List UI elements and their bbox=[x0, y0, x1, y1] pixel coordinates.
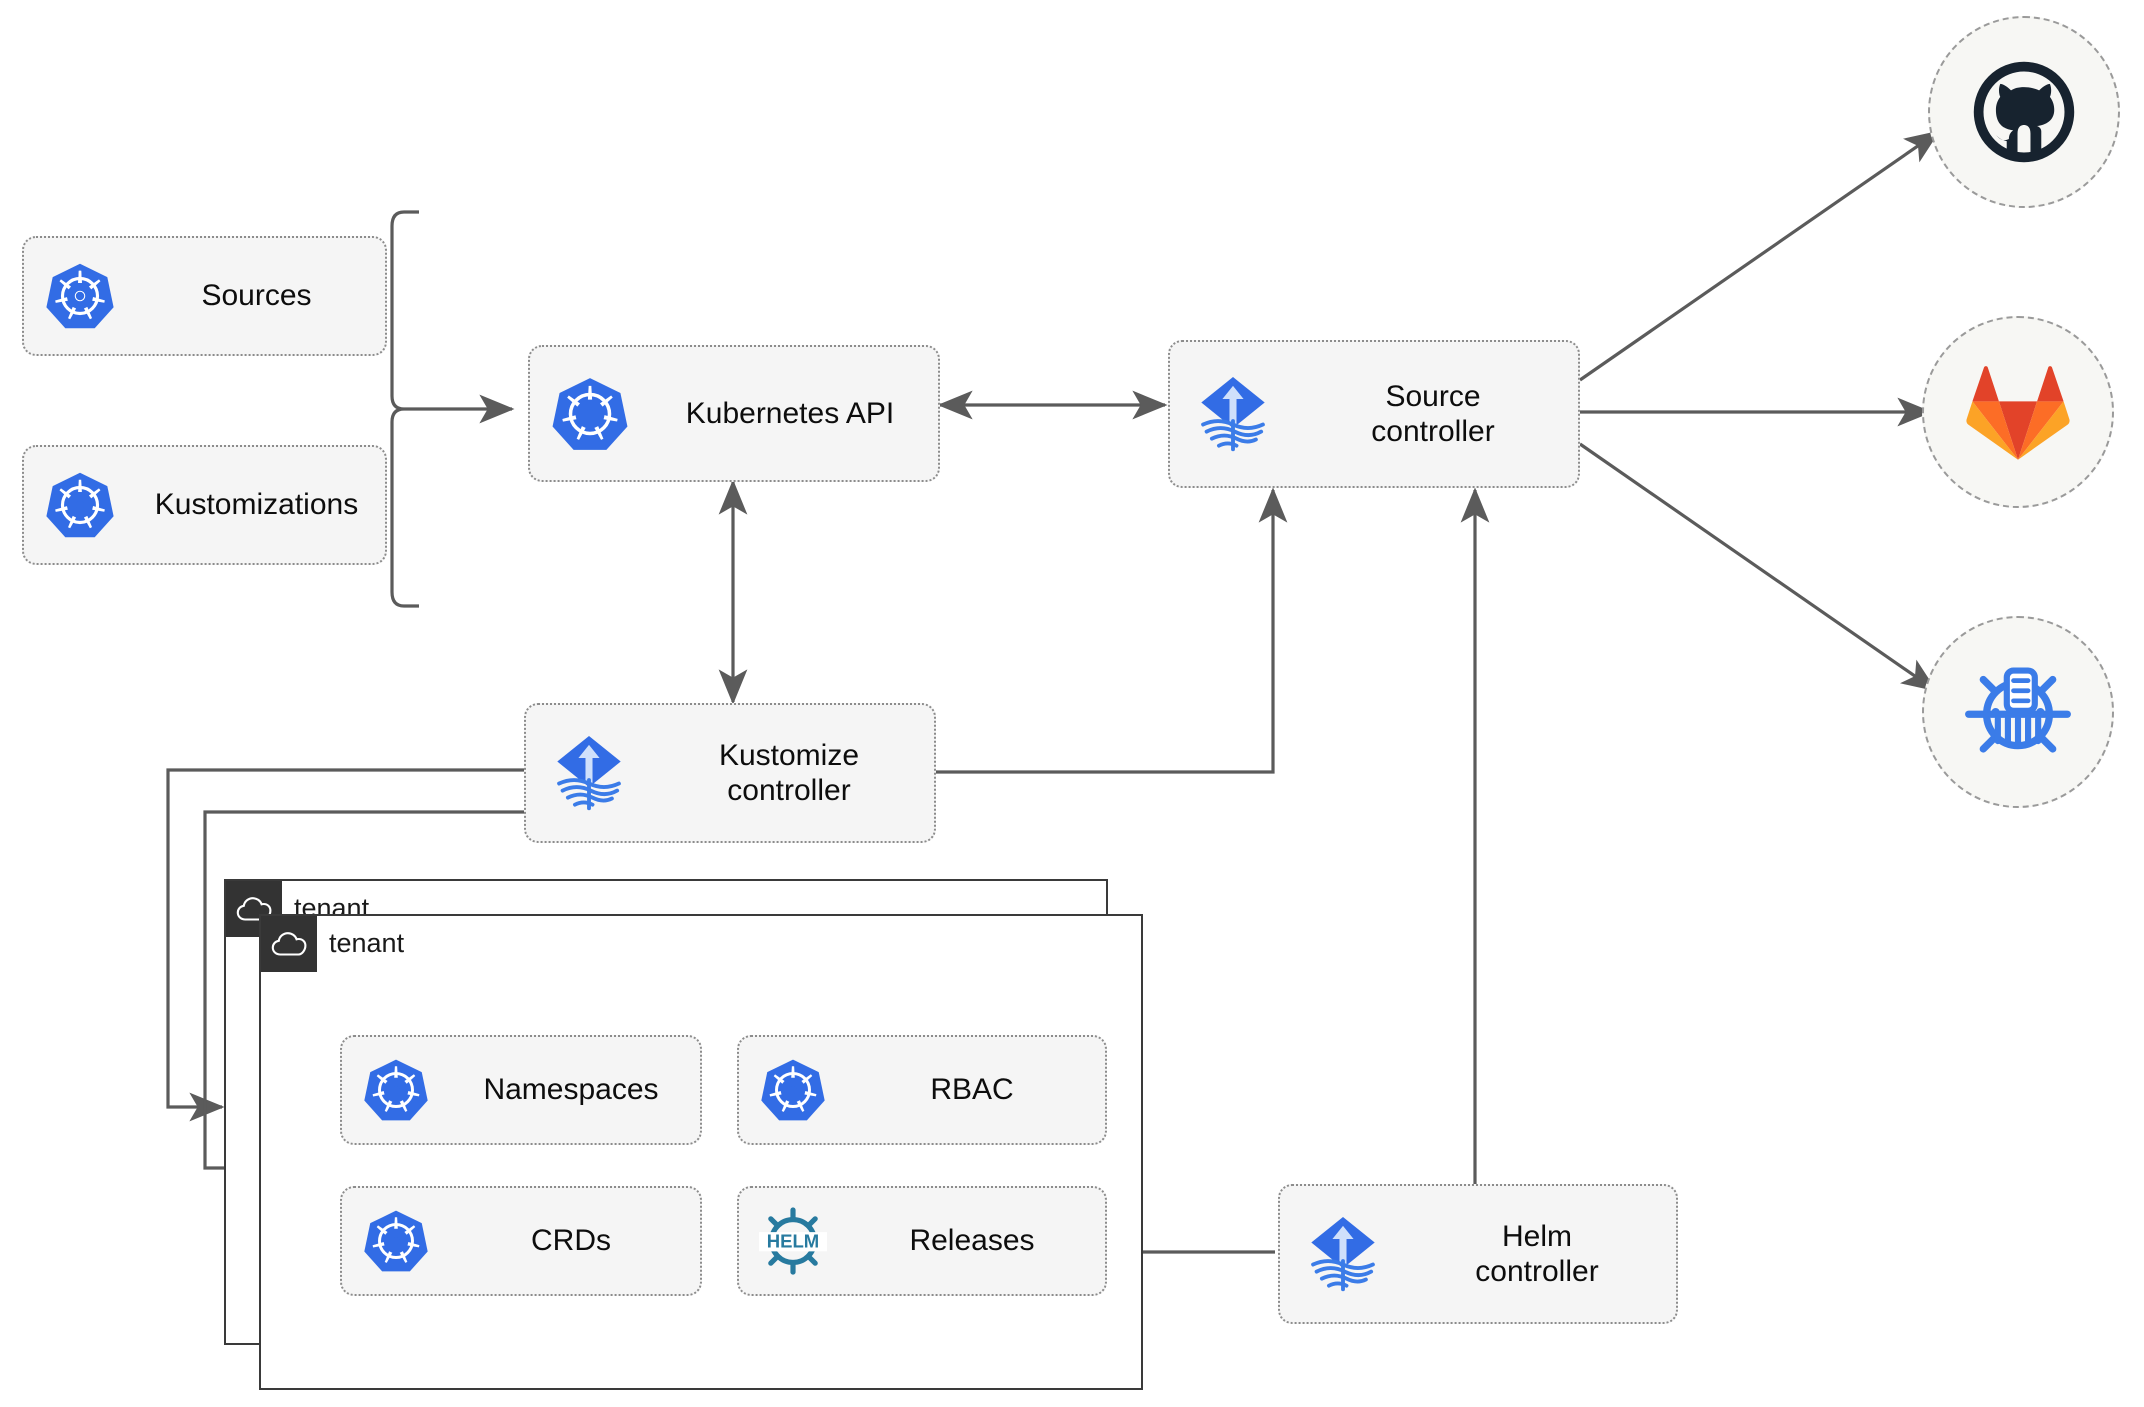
kubernetes-icon bbox=[530, 375, 650, 453]
flux-icon bbox=[526, 729, 652, 817]
tenant-tab-front bbox=[261, 916, 317, 972]
gitlab-icon bbox=[1966, 366, 2070, 460]
edge-kustomize-to-source bbox=[936, 487, 1288, 774]
node-kubernetes-api[interactable]: Kubernetes API bbox=[528, 345, 940, 482]
tenant-label-front: tenant bbox=[329, 928, 405, 958]
cloud-icon bbox=[271, 932, 307, 956]
node-label: Kustomizations bbox=[154, 488, 359, 522]
node-kustomize-controller[interactable]: Kustomize controller bbox=[524, 703, 936, 843]
github-icon bbox=[1973, 61, 2075, 163]
node-label: Kubernetes API bbox=[685, 396, 895, 430]
node-source-controller[interactable]: Source controller bbox=[1168, 340, 1580, 488]
tenant-box-front: tenant bbox=[259, 914, 1143, 1390]
helm-repository-icon bbox=[1965, 667, 2071, 753]
edge-source-to-github bbox=[1579, 130, 1941, 382]
cloud-icon bbox=[236, 897, 272, 921]
endpoint-github[interactable] bbox=[1928, 16, 2120, 208]
kubernetes-icon bbox=[342, 1208, 450, 1274]
edge-bracket-left bbox=[390, 210, 419, 608]
node-kustomizations[interactable]: Kustomizations bbox=[22, 445, 387, 565]
kubernetes-icon bbox=[342, 1057, 450, 1123]
node-label: Namespaces bbox=[483, 1073, 659, 1107]
node-label: RBAC bbox=[930, 1073, 1014, 1107]
node-label: CRDs bbox=[531, 1224, 611, 1258]
kubernetes-icon bbox=[24, 470, 136, 540]
endpoint-helm-repository[interactable] bbox=[1922, 616, 2114, 808]
node-label: Helm controller bbox=[1475, 1219, 1599, 1288]
node-namespaces[interactable]: Namespaces bbox=[340, 1035, 702, 1145]
node-releases[interactable]: HELM Releases bbox=[737, 1186, 1107, 1296]
node-rbac[interactable]: RBAC bbox=[737, 1035, 1107, 1145]
node-label: Kustomize controller bbox=[718, 738, 860, 807]
node-helm-controller[interactable]: Helm controller bbox=[1278, 1184, 1678, 1324]
node-sources[interactable]: Sources bbox=[22, 236, 387, 356]
edge-source-to-helm-repo bbox=[1579, 442, 1938, 692]
node-label: Sources bbox=[201, 279, 312, 313]
helm-icon: HELM bbox=[739, 1204, 847, 1278]
endpoint-gitlab[interactable] bbox=[1922, 316, 2114, 508]
node-crds[interactable]: CRDs bbox=[340, 1186, 702, 1296]
node-label: Source controller bbox=[1371, 379, 1495, 448]
svg-text:HELM: HELM bbox=[767, 1231, 819, 1252]
node-label: Releases bbox=[909, 1224, 1035, 1258]
kubernetes-icon bbox=[24, 261, 136, 331]
flux-icon bbox=[1280, 1210, 1406, 1298]
flux-icon bbox=[1170, 370, 1296, 458]
kubernetes-icon bbox=[739, 1057, 847, 1123]
